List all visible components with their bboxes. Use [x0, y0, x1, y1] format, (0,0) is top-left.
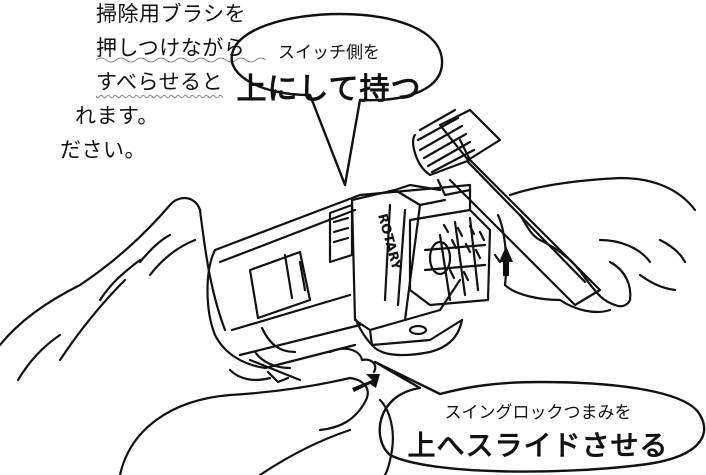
slide-arrow-up [499, 246, 513, 276]
callout-bubble-top [230, 12, 444, 187]
brush-bristles [416, 108, 476, 174]
switch [328, 203, 354, 264]
instruction-line-1: 掃除用ブラシを [96, 2, 247, 26]
callout-top-big-text: 上にして持つ [236, 72, 422, 107]
left-hand-outline [0, 197, 202, 347]
callout-bubble-bottom [373, 360, 706, 473]
callout-bottom-big-text: 上へスライドさせる [407, 429, 669, 462]
right-hand-outline [508, 176, 697, 212]
callout-bottom-small-text: スイングロックつまみを [444, 403, 632, 423]
instruction-line-4: れます。 [75, 104, 159, 128]
shaver-body-outline [213, 183, 472, 252]
cutter-blades [408, 208, 492, 307]
brush-handle [448, 158, 602, 307]
instruction-line-5: ださい。 [60, 138, 146, 162]
slide-arrow-right [352, 374, 380, 392]
instruction-line-2: 押しつけながら [96, 36, 246, 60]
brand-label: ROTARY [374, 212, 404, 272]
instruction-line-3: すべらせると [96, 70, 224, 94]
callout-top-small-text: スイッチ側を [278, 43, 380, 63]
instruction-text: 掃除用ブラシを 押しつけながら すべらせると れます。 ださい。 [0, 0, 246, 200]
